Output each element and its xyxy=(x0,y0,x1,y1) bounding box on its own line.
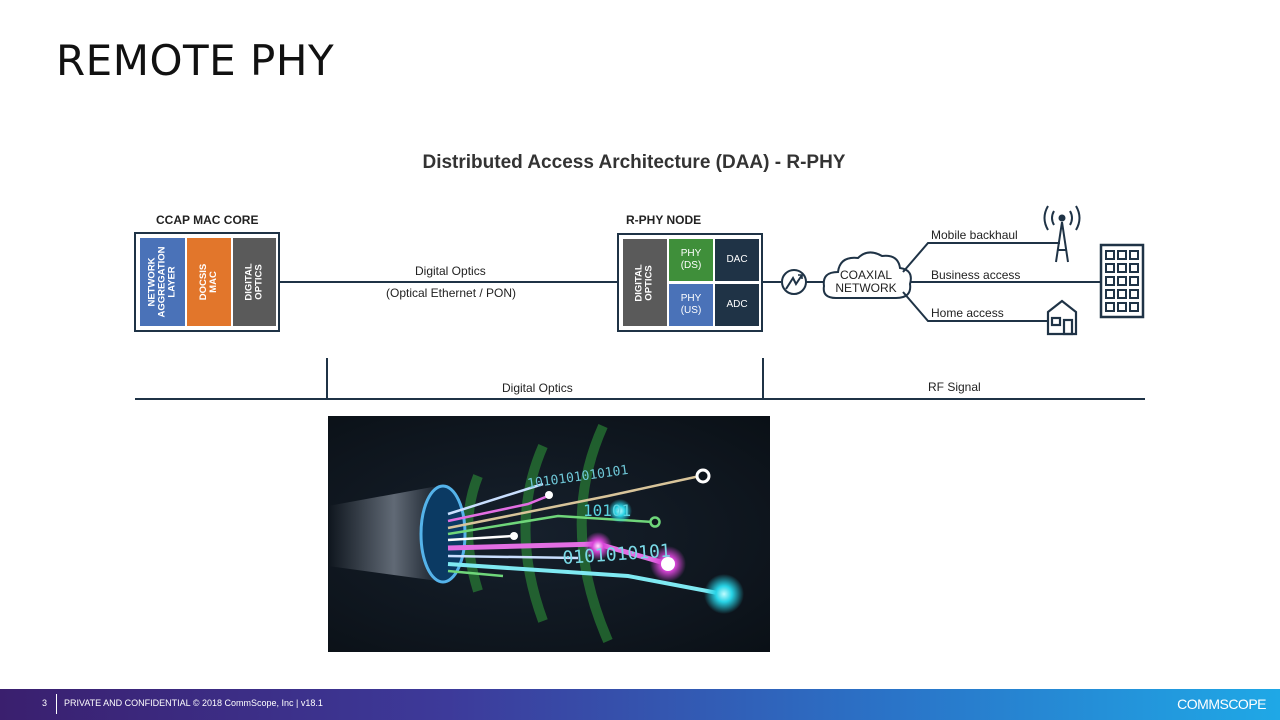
footer-bar: 3 PRIVATE AND CONFIDENTIAL © 2018 CommSc… xyxy=(0,689,1280,720)
node-digital-optics-block: DIGITAL OPTICS xyxy=(623,239,667,326)
branch-mobile-line xyxy=(902,242,1060,273)
footer-separator xyxy=(56,694,57,714)
cell-tower-icon xyxy=(1043,205,1081,263)
timeline-digital-optics-label: Digital Optics xyxy=(502,381,573,395)
phy-ds-block: PHY (DS) xyxy=(669,239,713,281)
network-aggregation-block: NETWORK AGGREGATION LAYER xyxy=(140,238,185,326)
footer-confidential-text: PRIVATE AND CONFIDENTIAL © 2018 CommScop… xyxy=(64,698,323,708)
docsis-mac-block: DOCSIS MAC xyxy=(187,238,231,326)
binary-text-top: 1010101010101 xyxy=(526,463,629,492)
node-label: R-PHY NODE xyxy=(626,213,702,227)
fiber-optics-image: 1010101010101 10101 0101010101 xyxy=(328,416,770,652)
diagram-title: Distributed Access Architecture (DAA) - … xyxy=(422,152,846,173)
building-icon xyxy=(1099,243,1145,319)
fiber-optics-illustration: 1010101010101 10101 0101010101 xyxy=(328,423,744,643)
commscope-logo: COMMSCOPE xyxy=(1177,696,1266,712)
timeline-axis xyxy=(135,398,1145,400)
footer-page-number: 3 xyxy=(42,698,48,708)
business-access-label: Business access xyxy=(931,268,1021,282)
dac-block: DAC xyxy=(715,239,759,281)
timeline-divider-left xyxy=(326,358,328,400)
timeline-divider-right xyxy=(762,358,764,400)
home-access-label: Home access xyxy=(931,306,1004,320)
optical-link-line xyxy=(280,281,618,283)
phy-us-block: PHY (US) xyxy=(669,284,713,326)
binary-text-mid: 10101 xyxy=(583,501,631,520)
branch-home-line xyxy=(902,291,1048,322)
amplifier-icon xyxy=(781,269,807,295)
link-sublabel: (Optical Ethernet / PON) xyxy=(386,286,517,300)
ccap-box: NETWORK AGGREGATION LAYER DOCSIS MAC DIG… xyxy=(134,232,280,332)
slide-title: REMOTE PHY xyxy=(56,36,335,85)
adc-block: ADC xyxy=(715,284,759,326)
timeline-rf-signal-label: RF Signal xyxy=(928,380,981,394)
rphy-node-box: DIGITAL OPTICS PHY (DS) PHY (US) DAC ADC xyxy=(617,233,763,332)
ccap-digital-optics-block: DIGITAL OPTICS xyxy=(233,238,276,326)
mobile-backhaul-label: Mobile backhaul xyxy=(931,228,1018,242)
cloud-icon xyxy=(822,251,912,299)
link-label: Digital Optics xyxy=(415,264,486,278)
house-icon xyxy=(1046,299,1078,336)
ccap-label: CCAP MAC CORE xyxy=(156,213,259,227)
coax-network-label: COAXIAL NETWORK xyxy=(835,268,897,295)
